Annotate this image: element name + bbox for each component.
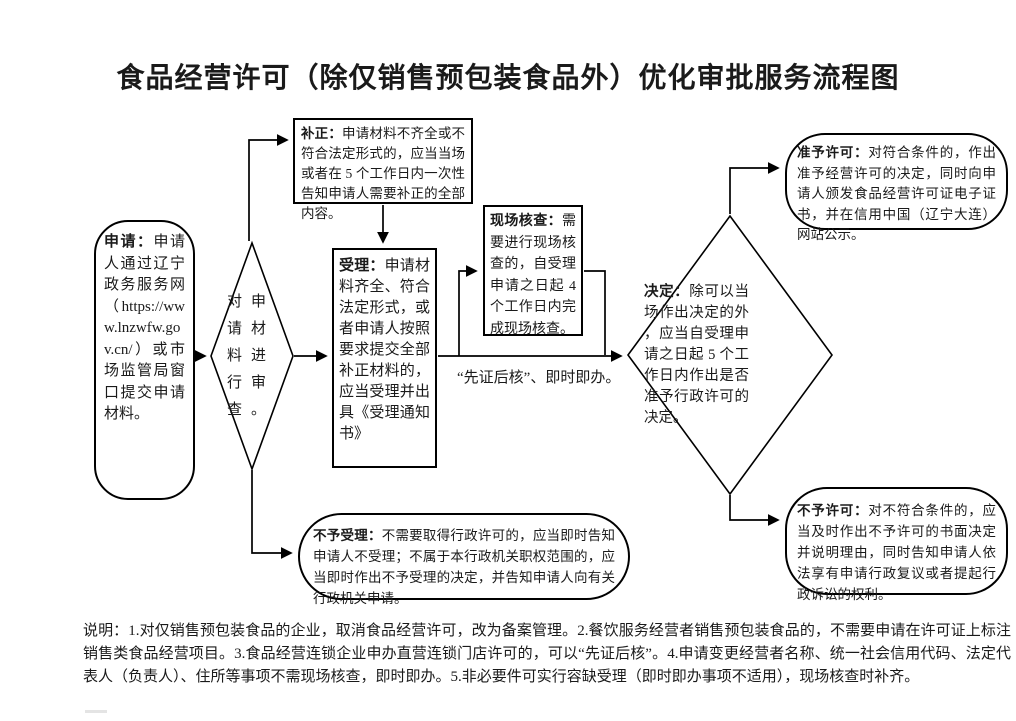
node-label: 准予许可： <box>797 145 869 160</box>
node-text: 除可以当场作出决定的外，应当自受理申请之日起 5 个工作日内作出是否准予行政许可… <box>644 284 749 426</box>
connector-onsite-join <box>584 270 606 355</box>
flow-node-reject: 不予受理：不需要取得行政许可的，应当即时告知申请人不受理；不属于本行政机关职权范… <box>298 513 630 606</box>
node-text: 对符合条件的，作出准予经营许可的决定，同时向申请人颁发食品经营许可证电子证书，并… <box>797 145 997 242</box>
node-label: 决定： <box>644 284 690 300</box>
connector-review-correction <box>248 134 289 241</box>
decision-diamond-shape <box>627 214 833 496</box>
node-label: 受理： <box>339 258 385 274</box>
node-label: 不予许可： <box>797 503 869 518</box>
review-diamond-text: 对申请材料进行审查。 <box>227 294 276 418</box>
decision-diamond-text: 决定：除可以当场作出决定的外，应当自受理申请之日起 5 个工作日内作出是否准予行… <box>644 282 749 429</box>
review-diamond-shape <box>210 240 294 472</box>
node-text: 对不符合条件的，应当及时作出不予许可的书面决定并说明理由，同时告知申请人依法享有… <box>797 503 997 602</box>
node-text: 申请材料不齐全或不符合法定形式的，应当当场或者在 5 个工作日内一次性告知申请人… <box>301 126 466 221</box>
node-text: 需要进行现场核查的，自受理申请之日起 4 个工作日内完成现场核查。 <box>490 214 576 337</box>
node-label: 申请： <box>104 234 154 250</box>
flow-node-onsite-check: 现场核查：需要进行现场核查的，自受理申请之日起 4 个工作日内完成现场核查。 <box>483 205 583 337</box>
corner-artifact <box>85 710 107 713</box>
connector-decision-deny <box>729 495 780 526</box>
page-title: 食品经营许可（除仅销售预包装食品外）优化审批服务流程图 <box>116 63 900 94</box>
node-text: 申请人通过辽宁政务服务网（https://www.lnzwfw.gov.cn/）… <box>104 234 185 422</box>
connector-branch-onsite <box>458 265 478 356</box>
node-text: 不需要取得行政许可的，应当即时告知申请人不受理；不属于本行政机关职权范围的，应当… <box>313 528 616 606</box>
flow-node-apply: 申请：申请人通过辽宁政务服务网（https://www.lnzwfw.gov.c… <box>94 220 195 500</box>
notes-text: 说明：1.对仅销售预包装食品的企业，取消食品经营许可，改为备案管理。2.餐饮服务… <box>83 623 1011 685</box>
fast-track-label: “先证后核”、即时即办。 <box>457 370 621 386</box>
connector-decision-approve <box>729 162 780 214</box>
node-label: 补正： <box>301 126 343 141</box>
flow-node-acceptance: 受理：申请材料齐全、符合法定形式，或者申请人按照要求提交全部补正材料的，应当受理… <box>332 248 437 468</box>
connector-review-reject <box>251 470 293 559</box>
flow-node-deny: 不予许可：对不符合条件的，应当及时作出不予许可的书面决定并说明理由，同时告知申请… <box>785 487 1008 602</box>
node-text: 申请材料齐全、符合法定形式，或者申请人按照要求提交全部补正材料的，应当受理并出具… <box>339 258 430 442</box>
node-label: 现场核查： <box>490 214 562 229</box>
flow-node-correction: 补正：申请材料不齐全或不符合法定形式的，应当当场或者在 5 个工作日内一次性告知… <box>293 118 473 221</box>
node-label: 不予受理： <box>313 528 382 543</box>
flow-node-approve: 准予许可：对符合条件的，作出准予经营许可的决定，同时向申请人颁发食品经营许可证电… <box>785 133 1008 242</box>
